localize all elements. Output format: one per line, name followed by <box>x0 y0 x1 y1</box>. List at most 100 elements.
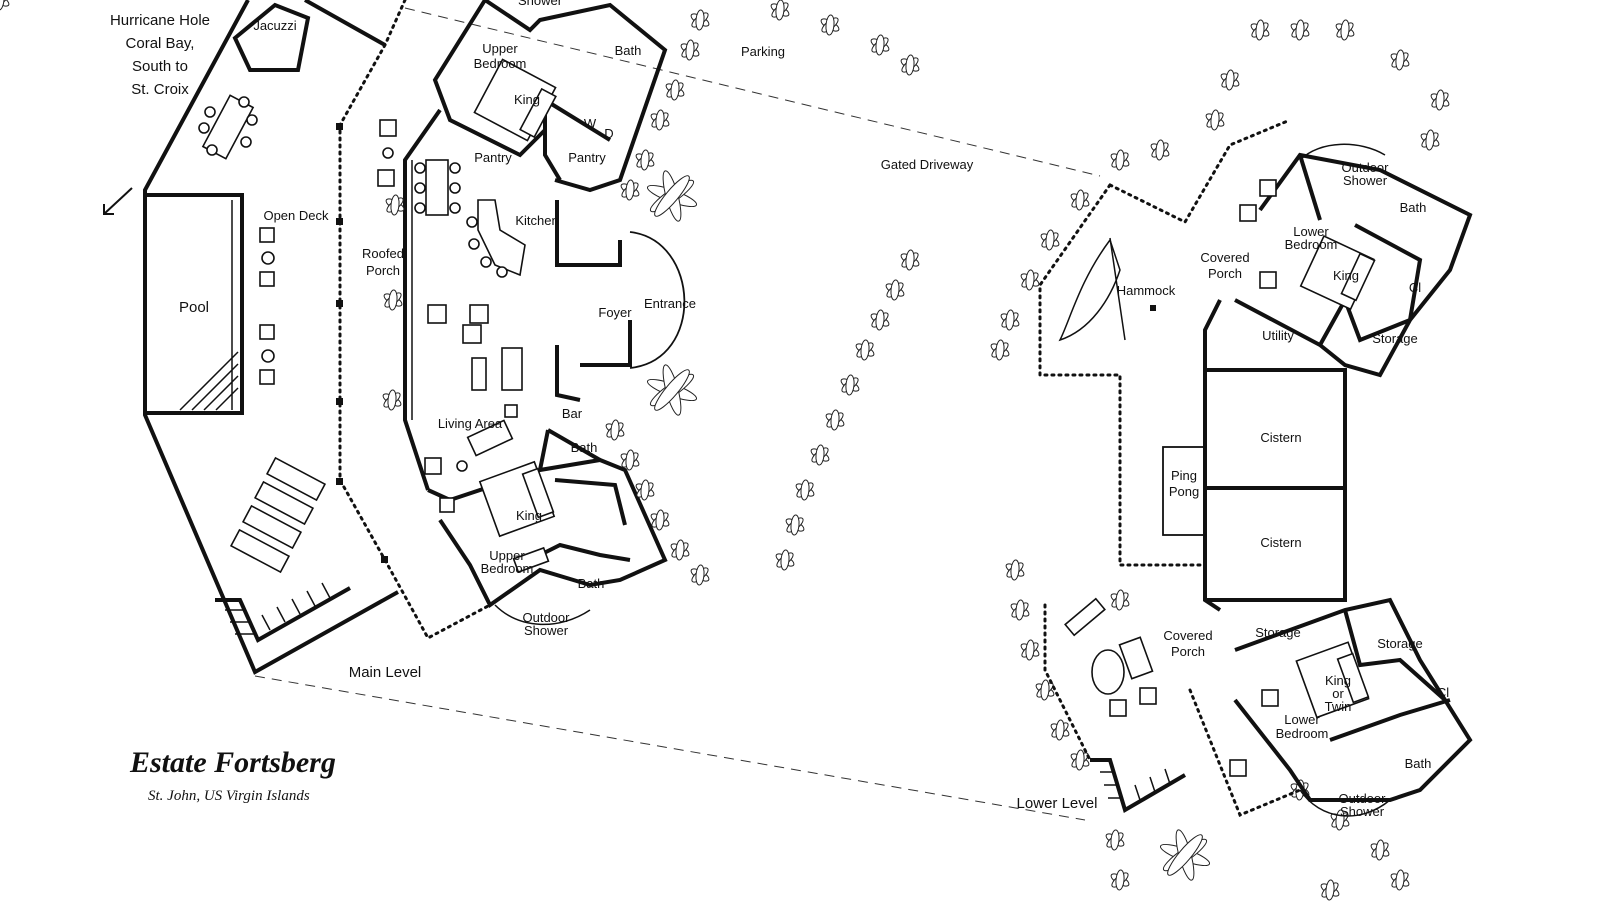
label-king-top: King <box>514 92 540 107</box>
label-storage-right: Storage <box>1377 636 1423 651</box>
label-lower-level: Lower Level <box>1017 795 1098 812</box>
label-foyer: Foyer <box>598 305 632 320</box>
label-lower-cl-top: Cl <box>1409 280 1421 295</box>
label-covered-porch-bottom-1: Covered <box>1163 628 1212 643</box>
main-level-plan: Hurricane Hole Coral Bay, South to St. C… <box>103 0 696 681</box>
lower-wing-bed-main <box>439 460 556 574</box>
label-gated-driveway: Gated Driveway <box>881 157 974 172</box>
label-upper-bedroom-top-2: Bedroom <box>474 56 527 71</box>
label-wd-d: D <box>604 126 613 141</box>
label-roofed-porch-2: Porch <box>366 263 400 278</box>
foliage-strip-driveway <box>773 249 922 571</box>
ping-pong-table <box>1162 446 1206 536</box>
label-upper-bedroom-top-1: Upper <box>482 41 518 56</box>
label-lower-cl-bottom: Cl <box>1437 685 1449 700</box>
outdoor-shower-top-curve <box>1299 143 1386 161</box>
lower-level-plan: Outdoor Shower Bath Lower Bedroom King C… <box>1017 118 1473 819</box>
bath-mid-wall <box>547 428 601 462</box>
label-jacuzzi: Jacuzzi <box>253 18 296 33</box>
deck-top-wall <box>304 0 386 47</box>
bath-bottom-wall <box>1329 698 1451 742</box>
bath-mid-side <box>538 429 550 471</box>
upper-bedroom-top-wall <box>432 0 547 158</box>
label-lower-bath-bottom: Bath <box>1405 756 1432 771</box>
label-lower-storage-top: Storage <box>1372 331 1418 346</box>
label-ping-pong-1: Ping <box>1171 468 1197 483</box>
view-direction-arrow <box>103 187 133 215</box>
lower-west-wall <box>1203 299 1222 612</box>
view-note-line-2: Coral Bay, <box>126 35 195 52</box>
outdoor-shower-bottom-curve <box>1299 789 1391 817</box>
hammock-patio-boundary <box>1038 183 1207 567</box>
level-connector-lines <box>254 7 1101 821</box>
lower-stairs <box>1090 758 1187 814</box>
kitchen-counter <box>466 199 526 278</box>
label-storage-mid: Storage <box>1255 625 1301 640</box>
label-cistern-1: Cistern <box>1260 430 1301 445</box>
label-lower-outdoor-shower-bottom-2: Shower <box>1340 804 1385 819</box>
label-kitchen: Kitchen <box>515 213 558 228</box>
estate-title: Estate Fortsberg <box>129 746 336 779</box>
bar-wall <box>555 345 581 402</box>
living-west-wall <box>403 108 442 491</box>
label-upper-bedroom-bottom-2: Bedroom <box>481 561 534 576</box>
storage-top-wall <box>1318 295 1411 346</box>
label-king-or-twin-1: King <box>1325 673 1351 688</box>
outdoor-shower-curve-main <box>494 604 591 626</box>
label-lower-outdoor-shower-bottom-1: Outdoor <box>1339 791 1387 806</box>
estate-subtitle: St. John, US Virgin Islands <box>148 788 310 804</box>
label-outdoor-shower-bottom-2: Shower <box>524 623 569 638</box>
cistern-block <box>1205 368 1347 602</box>
pantry-wall <box>543 110 562 182</box>
porch-posts <box>336 123 388 563</box>
lower-patio-furniture <box>1064 179 1277 777</box>
hammock-icon <box>1058 237 1156 342</box>
label-roofed-porch-1: Roofed <box>362 246 404 261</box>
label-lower-outdoor-shower-top-2: Shower <box>1343 173 1388 188</box>
label-pantry-1: Pantry <box>474 150 512 165</box>
label-ping-pong-2: Pong <box>1169 484 1199 499</box>
label-king-or-twin-3: Twin <box>1325 699 1352 714</box>
label-utility: Utility <box>1262 328 1294 343</box>
label-cistern-2: Cistern <box>1260 535 1301 550</box>
label-bar: Bar <box>562 406 583 421</box>
label-pantry-2: Pantry <box>568 150 606 165</box>
label-bath-top: Bath <box>615 43 642 58</box>
pool-outline <box>143 193 244 415</box>
wd-wall <box>543 98 612 142</box>
entrance-arc <box>629 231 686 369</box>
label-bath-mid: Bath <box>571 440 598 455</box>
label-living-area: Living Area <box>438 416 503 431</box>
lower-bottom-wing-wall <box>1233 597 1473 802</box>
view-note: Hurricane Hole Coral Bay, South to St. C… <box>110 12 210 98</box>
foyer-south-wall <box>580 320 632 367</box>
lower-bed-top <box>1259 235 1376 311</box>
deck-lounge-chairs <box>229 456 327 574</box>
deck-dining-table <box>198 94 258 160</box>
kitchen-east-wall <box>555 200 622 267</box>
jacuzzi-outline <box>232 2 311 72</box>
storage-bottom-wall <box>1343 609 1447 702</box>
pool-steps <box>179 351 239 411</box>
label-bath-bottom: Bath <box>578 576 605 591</box>
label-lower-bedroom-bottom-1: Lower <box>1284 712 1320 727</box>
foliage <box>0 0 10 11</box>
living-furniture <box>377 119 523 475</box>
shower-top-wall <box>1298 154 1322 221</box>
label-lower-bedroom-top-2: Bedroom <box>1285 237 1338 252</box>
view-note-line-3: South to <box>132 58 188 75</box>
view-note-line-1: Hurricane Hole <box>110 12 210 29</box>
view-note-line-4: St. Croix <box>131 81 189 98</box>
deck-stairs <box>215 582 351 643</box>
label-parking: Parking <box>741 44 785 59</box>
label-lower-bedroom-bottom-2: Bedroom <box>1276 726 1329 741</box>
label-king-or-twin-2: or <box>1332 686 1344 701</box>
label-lower-bedroom-top-1: Lower <box>1293 224 1329 239</box>
label-hammock: Hammock <box>1117 283 1176 298</box>
label-open-deck: Open Deck <box>263 208 329 223</box>
lower-top-wing-wall <box>1234 152 1473 378</box>
lower-patio-boundary-2 <box>1188 688 1302 817</box>
lower-top-dotted <box>1108 118 1292 224</box>
label-wd-w: W <box>584 116 597 131</box>
